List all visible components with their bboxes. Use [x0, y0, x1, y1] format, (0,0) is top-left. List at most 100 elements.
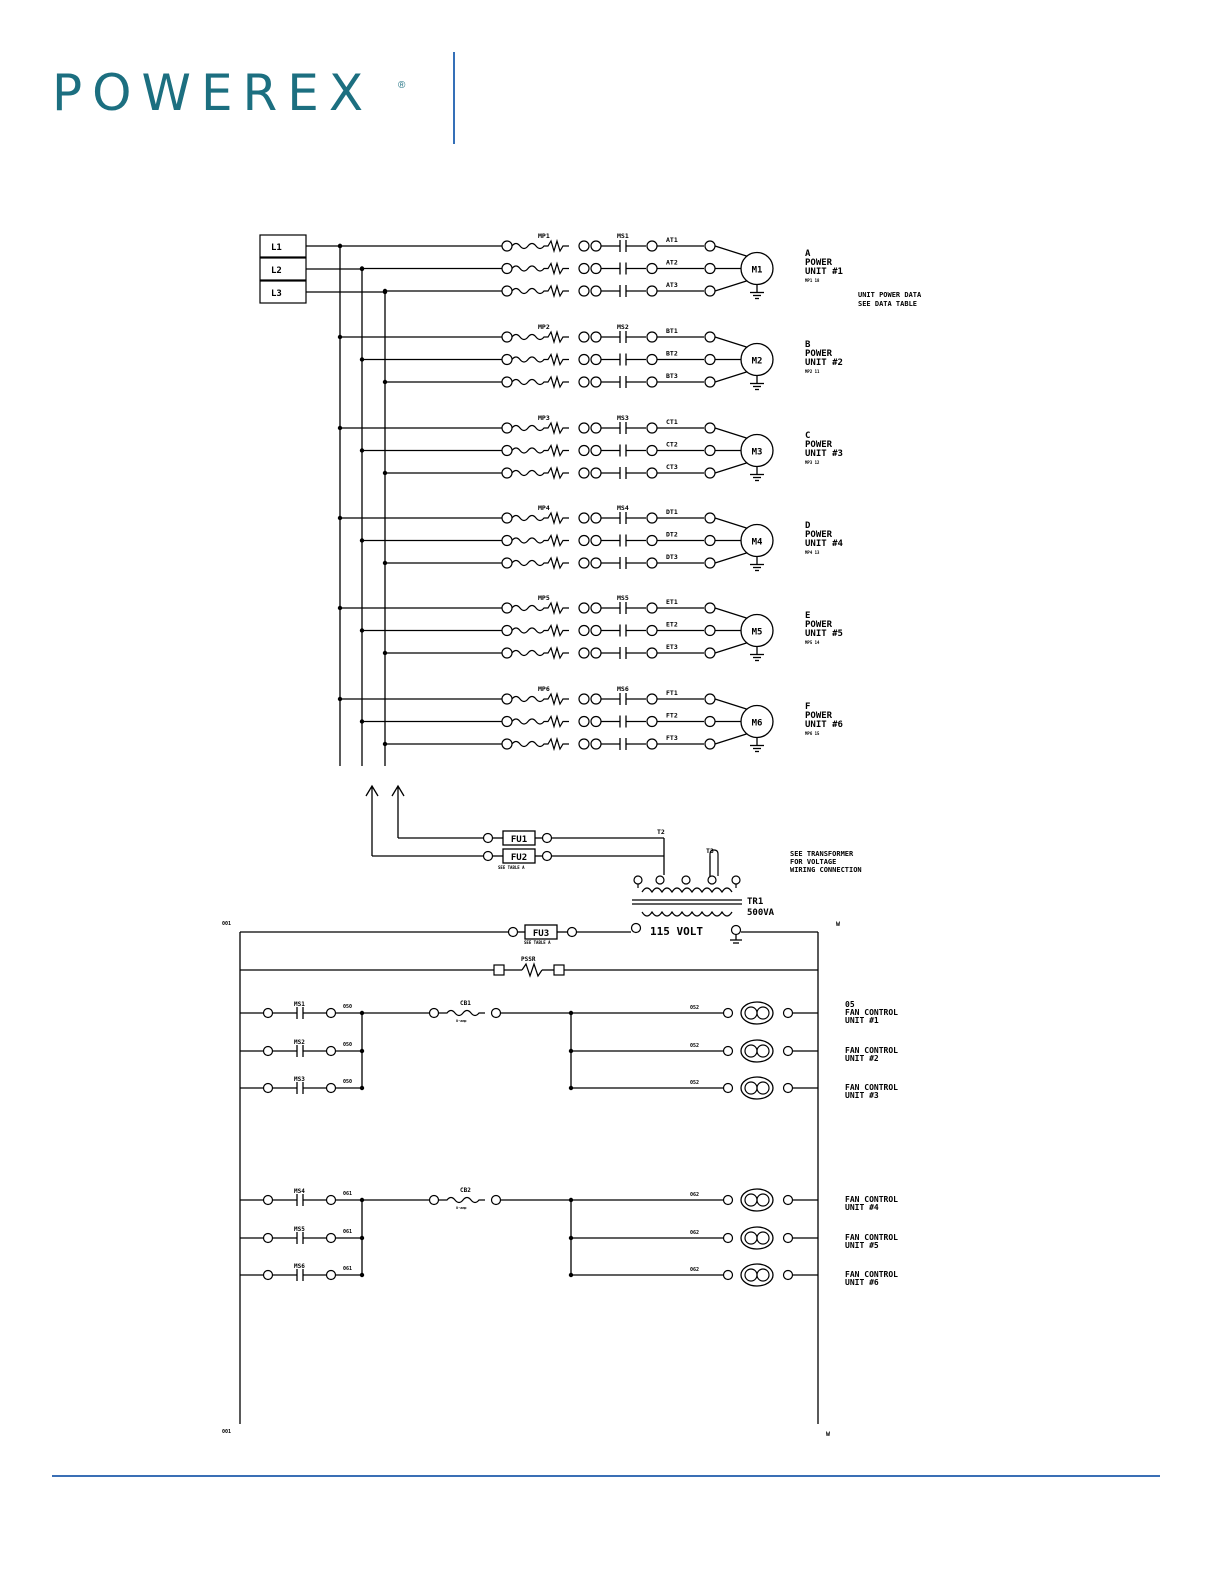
terminal — [262, 1194, 274, 1206]
terminal — [704, 738, 716, 750]
terminal — [590, 422, 602, 434]
terminal-wire-label: DT1 — [666, 508, 678, 516]
terminal — [501, 715, 513, 728]
terminal — [325, 1082, 337, 1094]
overload-element — [511, 645, 569, 661]
terminal — [646, 647, 658, 659]
terminal — [722, 1082, 734, 1094]
motor-lead — [714, 370, 749, 383]
terminal — [325, 1232, 337, 1244]
motor-lead — [714, 551, 749, 564]
transformer-primary — [637, 884, 737, 894]
motor-lead — [714, 517, 749, 530]
transformer-note: WIRING CONNECTION — [790, 866, 862, 874]
supply-line-box — [259, 257, 307, 281]
wire-number: 050 — [343, 1079, 352, 1085]
transformer-secondary — [641, 910, 733, 917]
wire-number: 052 — [690, 1043, 699, 1049]
terminal-wire-label: FT1 — [666, 689, 678, 697]
terminal-wire-label: ET1 — [666, 598, 678, 606]
aux-contact-label: MS3 — [294, 1076, 305, 1083]
motor-lead — [714, 427, 749, 440]
terminal — [501, 512, 513, 524]
terminal — [501, 738, 513, 750]
fuse-label: FU1 — [511, 835, 527, 845]
breaker-rating: 8-amp — [456, 1019, 467, 1023]
pssr-element — [521, 962, 543, 978]
terminal-wire-label: FT2 — [666, 712, 678, 720]
terminal — [730, 924, 742, 936]
terminal — [507, 926, 519, 938]
terminal — [782, 1007, 794, 1019]
motor-protector-label: MP3 — [538, 414, 550, 422]
terminal — [578, 376, 590, 388]
terminal — [590, 647, 602, 659]
terminal — [578, 262, 590, 275]
junction-dot — [568, 1085, 574, 1091]
overload-element — [511, 352, 569, 367]
contactor-label: MS4 — [617, 504, 629, 512]
contactor-label: MS3 — [617, 414, 629, 422]
unit-title: POWER — [805, 530, 833, 540]
wire-number: 061 — [343, 1191, 352, 1197]
transformer-tap-label: T2 — [657, 828, 665, 836]
motor-lead — [714, 607, 749, 620]
terminal — [704, 376, 716, 388]
terminal — [578, 624, 590, 637]
unit-title: UNIT #1 — [805, 267, 843, 277]
terminal — [646, 376, 658, 388]
terminal-square — [553, 964, 565, 976]
terminal — [704, 715, 716, 728]
terminal — [578, 422, 590, 434]
fan-title: FAN CONTROL — [845, 1270, 898, 1279]
terminal — [704, 647, 716, 659]
unit-title: UNIT #2 — [805, 358, 843, 368]
overload-element — [511, 623, 569, 638]
motor-protector-label: MP2 — [538, 323, 550, 331]
terminal — [590, 353, 602, 366]
terminal-wire-label: AT1 — [666, 236, 678, 244]
terminal — [578, 444, 590, 457]
unit-power-note: SEE DATA TABLE — [858, 300, 917, 308]
aux-contact-label: MS2 — [294, 1039, 305, 1046]
terminal — [646, 262, 658, 275]
supply-line-box — [259, 234, 307, 258]
terminal — [501, 376, 513, 388]
motor-label: M1 — [752, 266, 763, 276]
terminal — [482, 832, 494, 844]
fan-title: FAN CONTROL — [845, 1083, 898, 1092]
junction-dot — [359, 1085, 365, 1091]
terminal — [704, 353, 716, 366]
terminal — [590, 512, 602, 524]
overload-element — [511, 600, 569, 616]
unit-title: POWER — [805, 711, 833, 721]
terminal — [428, 1194, 440, 1206]
header-divider — [453, 52, 455, 144]
terminal — [578, 715, 590, 728]
terminal — [578, 738, 590, 750]
unit-letter: F — [805, 702, 810, 712]
rail-label: 001 — [222, 1429, 231, 1435]
junction-dot — [382, 470, 388, 476]
terminal — [590, 376, 602, 388]
junction-dot — [337, 334, 343, 340]
terminal — [646, 422, 658, 434]
terminal — [590, 262, 602, 275]
circuit-breaker — [439, 1196, 485, 1204]
terminal — [482, 850, 494, 862]
powerex-logo: POWEREX — [52, 64, 374, 122]
fan-symbol — [756, 1044, 770, 1058]
terminal — [646, 285, 658, 297]
terminal — [646, 331, 658, 343]
terminal — [722, 1232, 734, 1244]
terminal — [646, 444, 658, 457]
overload-element — [511, 420, 569, 436]
motor-label: M4 — [752, 538, 763, 548]
terminal — [590, 624, 602, 637]
wire-number: 050 — [343, 1042, 352, 1048]
terminal — [633, 875, 643, 885]
junction-dot — [382, 379, 388, 385]
junction-dot — [359, 1272, 365, 1278]
terminal — [590, 693, 602, 705]
junction-dot — [382, 288, 388, 294]
